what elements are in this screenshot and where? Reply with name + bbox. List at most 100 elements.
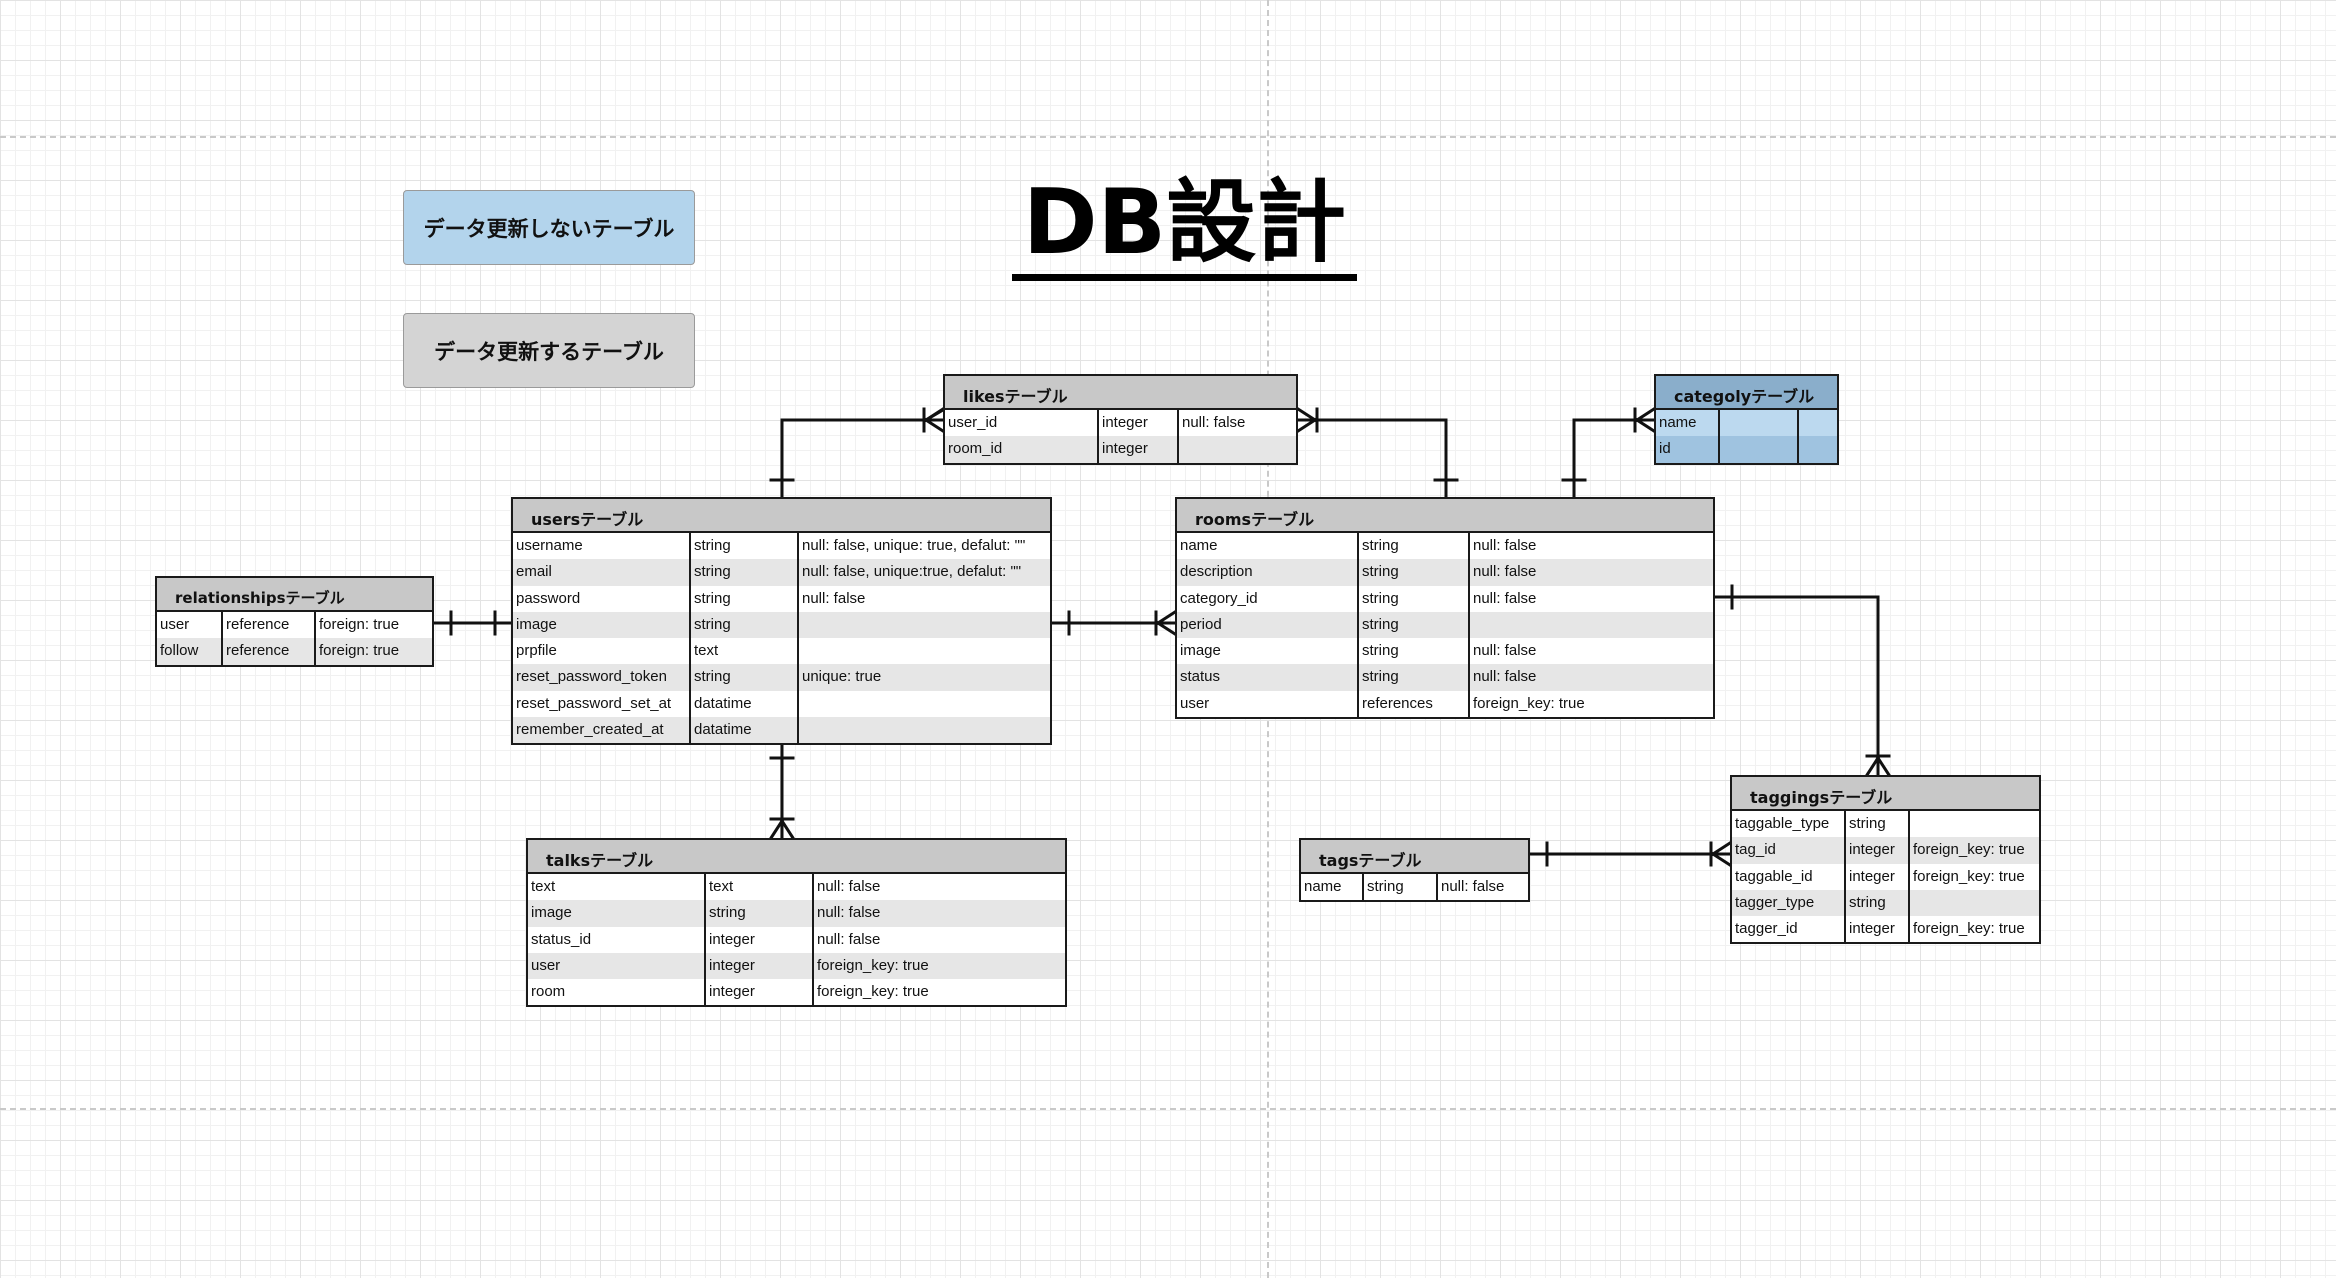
table-header: categolyテーブル bbox=[1656, 376, 1837, 410]
table-header: talksテーブル bbox=[528, 840, 1065, 874]
column-option-cell: null: false bbox=[1473, 642, 1537, 660]
table-talks[interactable]: talksテーブル text text null: false image st… bbox=[526, 838, 1067, 1008]
table-row: follow reference foreign: true bbox=[157, 638, 432, 665]
column-option-cell: null: false bbox=[1473, 589, 1537, 607]
column-option-cell: null: false bbox=[817, 878, 881, 895]
many-mark-likes-room bbox=[1295, 406, 1319, 434]
column-type-cell: string bbox=[1359, 533, 1470, 560]
column-option-cell: foreign_key: true bbox=[1913, 841, 2025, 859]
table-row: name string null: false bbox=[1177, 533, 1713, 560]
column-type-cell: integer bbox=[1846, 837, 1910, 864]
many-mark-categoly bbox=[1633, 406, 1657, 434]
column-option-cell bbox=[799, 612, 1050, 638]
column-type-cell: string bbox=[1359, 611, 1470, 639]
column-type-cell: datatime bbox=[691, 690, 799, 718]
title-underline bbox=[1012, 274, 1357, 281]
many-mark-taggings-rooms bbox=[1864, 754, 1892, 778]
column-type-cell: text bbox=[706, 874, 814, 901]
column-option-cell bbox=[1910, 890, 2039, 916]
column-type-cell: integer bbox=[1846, 863, 1910, 890]
table-row: period string bbox=[1177, 611, 1713, 639]
table-row: username string null: false, unique: tru… bbox=[513, 533, 1050, 560]
column-type-cell bbox=[1720, 410, 1799, 437]
table-users[interactable]: usersテーブル username string null: false, u… bbox=[511, 497, 1052, 746]
table-row: reset_password_set_at datatime bbox=[513, 690, 1050, 718]
connector-rooms-taggings bbox=[1713, 595, 1880, 777]
column-type-cell: string bbox=[1846, 811, 1910, 838]
column-name-cell: user bbox=[528, 952, 706, 980]
connector-likes-rooms bbox=[1296, 418, 1448, 499]
column-name-cell: status_id bbox=[528, 926, 706, 953]
column-type-cell: datatime bbox=[691, 717, 799, 744]
table-row: image string null: false bbox=[528, 900, 1065, 927]
column-type-cell: string bbox=[1359, 559, 1470, 586]
column-type-cell: string bbox=[691, 664, 799, 691]
column-name-cell: tagger_type bbox=[1732, 889, 1846, 917]
column-option-cell bbox=[799, 717, 1050, 743]
column-option-cell: null: false bbox=[1473, 537, 1537, 554]
table-row: prpfile text bbox=[513, 638, 1050, 665]
table-categoly[interactable]: categolyテーブル name id bbox=[1654, 374, 1839, 465]
table-row: tagger_id integer foreign_key: true bbox=[1732, 916, 2039, 943]
table-likes[interactable]: likesテーブル user_id integer null: false ro… bbox=[943, 374, 1298, 465]
column-name-cell: tagger_id bbox=[1732, 916, 1846, 943]
column-type-cell: integer bbox=[706, 926, 814, 953]
column-option-cell: null: false bbox=[1441, 878, 1505, 895]
column-type-cell: integer bbox=[706, 979, 814, 1006]
column-type-cell: string bbox=[691, 559, 799, 586]
column-type-cell: string bbox=[691, 611, 799, 639]
legend-static-table: データ更新しないテーブル bbox=[403, 190, 695, 265]
page-break-line-bottom bbox=[0, 1108, 2336, 1110]
column-option-cell: foreign_key: true bbox=[1913, 867, 2025, 885]
table-row: user references foreign_key: true bbox=[1177, 690, 1713, 718]
table-header: tagsテーブル bbox=[1301, 840, 1528, 874]
column-name-cell: image bbox=[528, 900, 706, 927]
table-row: reset_password_token string unique: true bbox=[513, 664, 1050, 691]
table-row: name string null: false bbox=[1301, 874, 1528, 901]
table-row: user integer foreign_key: true bbox=[528, 952, 1065, 980]
column-name-cell: name bbox=[1301, 874, 1364, 901]
column-type-cell: references bbox=[1359, 690, 1470, 718]
column-type-cell: integer bbox=[706, 952, 814, 980]
column-name-cell: follow bbox=[157, 638, 223, 665]
column-name-cell: password bbox=[513, 585, 691, 612]
table-taggings[interactable]: taggingsテーブル taggable_type string tag_id… bbox=[1730, 775, 2041, 945]
table-header: relationshipsテーブル bbox=[157, 578, 432, 612]
table-tags[interactable]: tagsテーブル name string null: false bbox=[1299, 838, 1530, 903]
column-type-cell: string bbox=[691, 533, 799, 560]
table-relationships[interactable]: relationshipsテーブル user reference foreign… bbox=[155, 576, 434, 667]
many-mark-rooms-users bbox=[1154, 609, 1178, 637]
column-name-cell: user bbox=[1177, 690, 1359, 718]
column-option-cell: null: false, unique:true, defalut: "" bbox=[802, 563, 1022, 581]
column-type-cell: string bbox=[1359, 638, 1470, 665]
column-name-cell: reset_password_set_at bbox=[513, 690, 691, 718]
table-rooms[interactable]: roomsテーブル name string null: false descri… bbox=[1175, 497, 1715, 720]
many-mark-taggings-tags bbox=[1709, 840, 1733, 868]
column-option-cell: null: false, unique: true, defalut: "" bbox=[802, 537, 1026, 554]
column-option-cell bbox=[1470, 612, 1713, 638]
column-option-cell: foreign_key: true bbox=[817, 983, 929, 1001]
column-name-cell: name bbox=[1177, 533, 1359, 560]
column-option-cell: null: false bbox=[817, 904, 881, 922]
column-name-cell: taggable_type bbox=[1732, 811, 1846, 838]
column-option-cell bbox=[1799, 436, 1837, 462]
column-option-cell bbox=[1179, 436, 1296, 462]
column-name-cell: prpfile bbox=[513, 638, 691, 665]
column-name-cell: tag_id bbox=[1732, 837, 1846, 864]
table-row: password string null: false bbox=[513, 585, 1050, 612]
column-type-cell: integer bbox=[1099, 436, 1179, 463]
column-option-cell: foreign_key: true bbox=[1473, 694, 1585, 712]
column-type-cell: integer bbox=[1099, 410, 1179, 437]
column-option-cell: null: false bbox=[1473, 563, 1537, 581]
table-row: email string null: false, unique:true, d… bbox=[513, 559, 1050, 586]
column-option-cell bbox=[799, 691, 1050, 717]
column-name-cell: room bbox=[528, 979, 706, 1006]
column-option-cell: null: false bbox=[802, 589, 866, 607]
column-name-cell: user_id bbox=[945, 410, 1099, 437]
column-option-cell: foreign_key: true bbox=[817, 956, 929, 974]
column-name-cell: user bbox=[157, 612, 223, 639]
connector-users-likes bbox=[780, 418, 945, 499]
column-type-cell: integer bbox=[1846, 916, 1910, 943]
column-option-cell: foreign: true bbox=[319, 616, 400, 633]
